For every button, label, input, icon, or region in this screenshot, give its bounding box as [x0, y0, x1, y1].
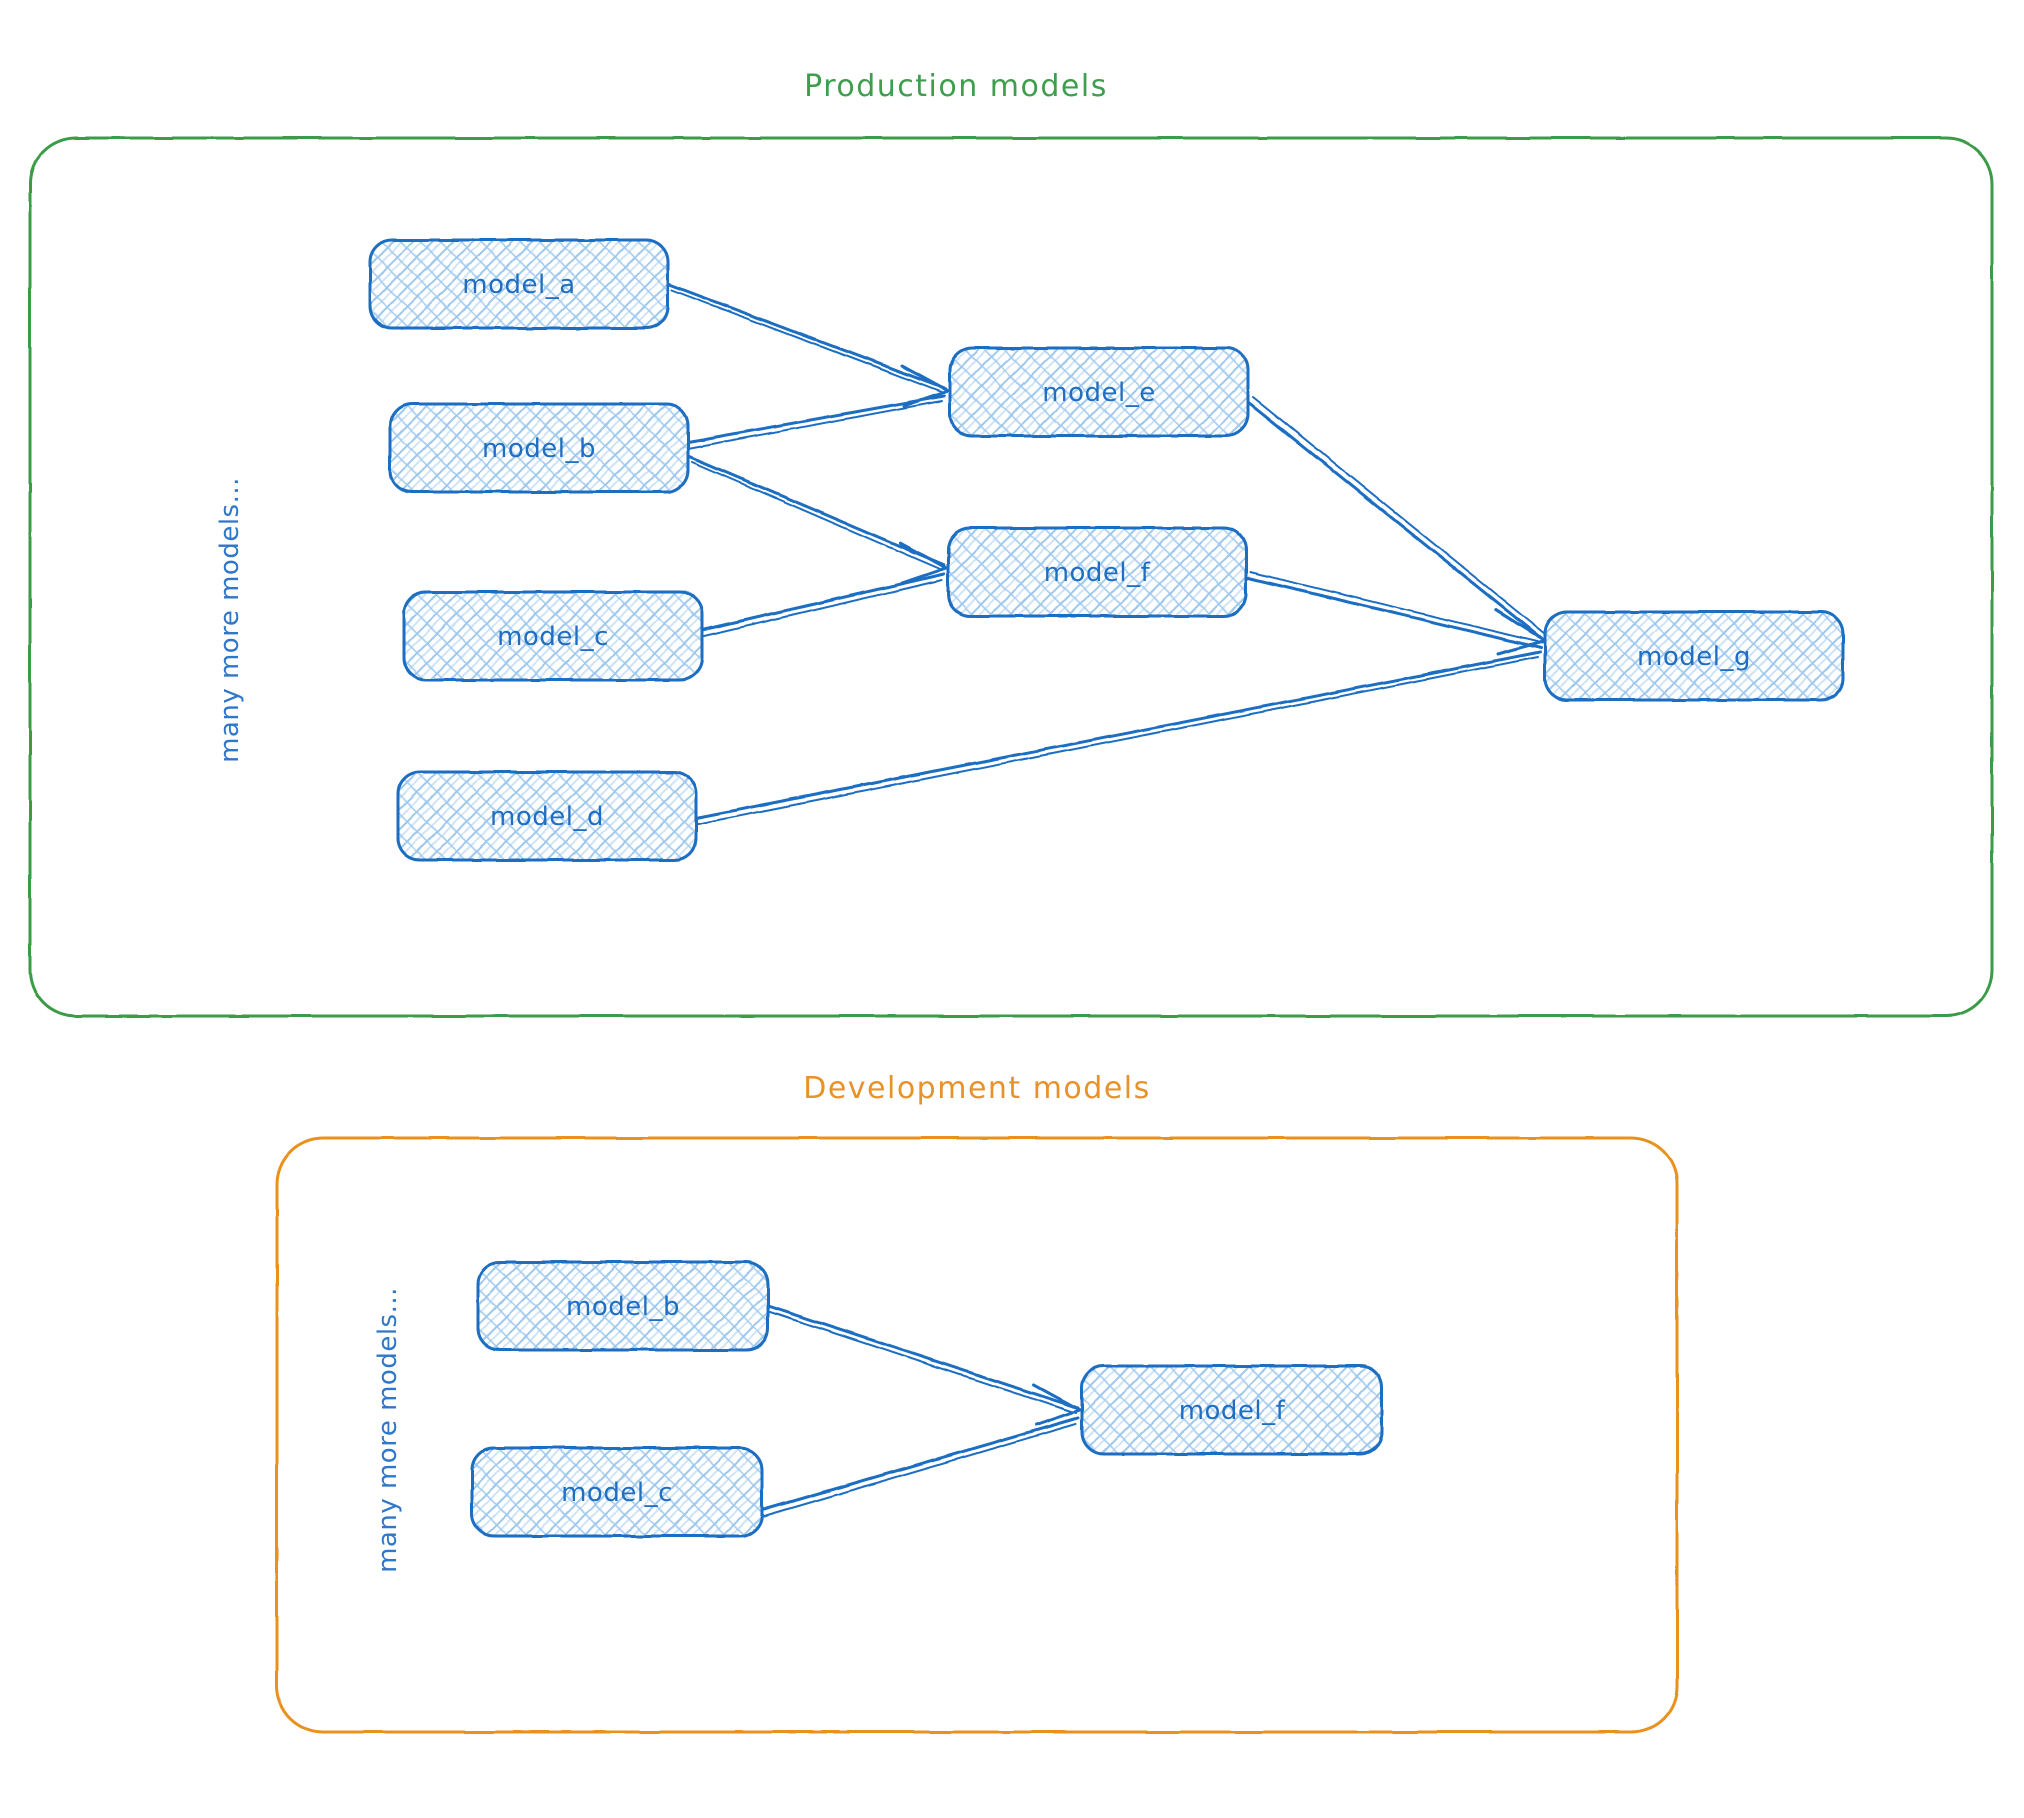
node-model_a[interactable]: model_a — [368, 238, 670, 330]
node-dev-model_b[interactable]: model_b — [476, 1260, 770, 1352]
development-side-label: many more models... — [373, 1287, 403, 1573]
node-label: model_b — [482, 434, 596, 464]
node-label: model_a — [462, 270, 575, 300]
node-model_f[interactable]: model_f — [946, 526, 1248, 618]
development-title: Development models — [803, 1071, 1151, 1106]
production-container-border — [28, 136, 1994, 1018]
development-container-border — [275, 1136, 1679, 1734]
node-label: model_f — [1179, 1396, 1286, 1426]
node-label: model_e — [1042, 378, 1155, 408]
node-dev-model_f[interactable]: model_f — [1080, 1364, 1384, 1456]
node-label: model_f — [1044, 558, 1151, 588]
node-model_b[interactable]: model_b — [388, 402, 690, 494]
node-model_d[interactable]: model_d — [396, 770, 698, 862]
node-model_g[interactable]: model_g — [1543, 610, 1845, 702]
development-edges — [760, 1304, 1082, 1517]
production-side-label: many more models... — [215, 477, 245, 763]
group-development: Development models many more models... — [275, 1071, 1679, 1734]
development-nodes: model_b model_c mode — [470, 1260, 1384, 1538]
node-label: model_c — [561, 1478, 673, 1508]
node-label: model_g — [1637, 642, 1751, 672]
node-model_c[interactable]: model_c — [402, 590, 704, 682]
group-production: Production models many more models... — [28, 69, 1994, 1018]
node-model_e[interactable]: model_e — [948, 346, 1250, 438]
node-dev-model_c[interactable]: model_c — [470, 1446, 764, 1538]
production-nodes: model_a model_b mode — [368, 238, 1845, 862]
node-label: model_b — [566, 1292, 680, 1322]
node-label: model_c — [497, 622, 609, 652]
production-title: Production models — [804, 69, 1108, 104]
node-label: model_d — [490, 802, 604, 832]
